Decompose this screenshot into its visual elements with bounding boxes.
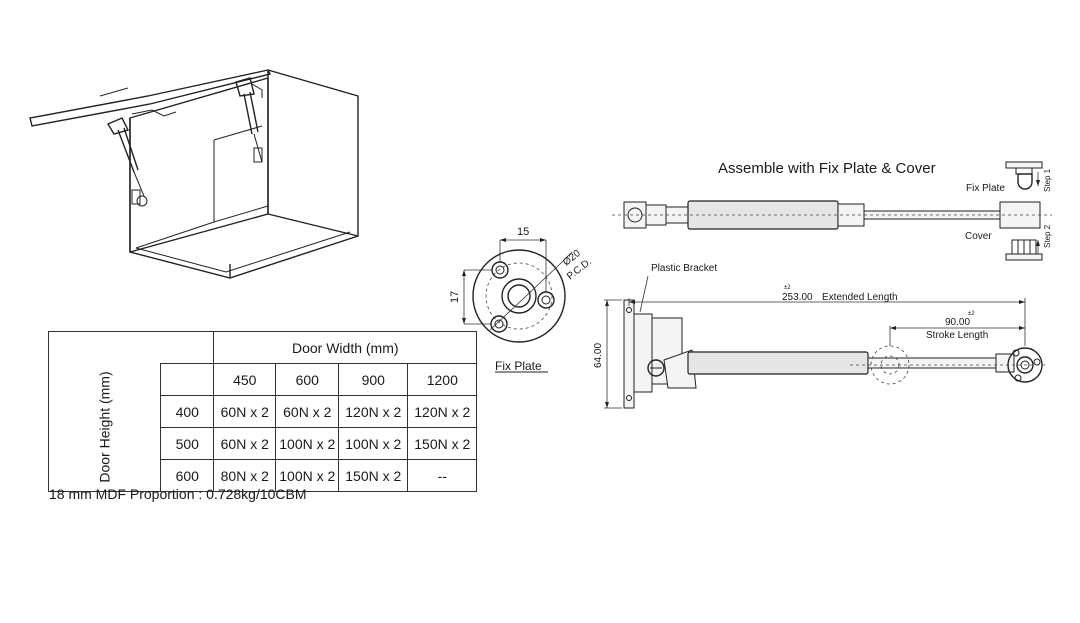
- height-cell: 400: [160, 395, 215, 428]
- extended-value: 253.00: [782, 292, 813, 303]
- force-cell: 150N x 2: [407, 427, 478, 460]
- fix-plate-cover-detail: [1005, 161, 1043, 261]
- extended-label: Extended Length: [822, 292, 898, 303]
- extended-tolerance: ±2: [784, 285, 791, 291]
- table-row: 600 80N x 2 100N x 2 150N x 2 --: [49, 459, 478, 492]
- plate-height-dim: 17: [449, 291, 461, 303]
- fix-plate-caption: Fix Plate: [495, 359, 542, 373]
- force-cell: 120N x 2: [407, 395, 478, 428]
- fix-plate-label: Fix Plate: [966, 183, 1005, 194]
- width-600: 600: [275, 363, 340, 396]
- door-width-header: Door Width (mm): [213, 331, 478, 364]
- height-cell: 500: [160, 427, 215, 460]
- gas-stay-left: [106, 109, 177, 207]
- force-table: Door Width (mm) Door Height (mm) 450 600…: [47, 331, 478, 492]
- step2-label: Step 2: [1043, 224, 1052, 248]
- cabinet-illustration: [29, 69, 359, 279]
- table-blank: [160, 363, 215, 396]
- table-row: 500 60N x 2 100N x 2 100N x 2 150N x 2: [49, 427, 478, 460]
- plastic-bracket-label: Plastic Bracket: [651, 263, 717, 274]
- force-cell: 100N x 2: [338, 427, 409, 460]
- force-cell: 100N x 2: [275, 427, 340, 460]
- plate-width-dim: 15: [517, 226, 529, 238]
- force-cell: 100N x 2: [275, 459, 340, 492]
- force-cell: 60N x 2: [275, 395, 340, 428]
- door-height-header: Door Height (mm): [47, 363, 162, 492]
- width-450: 450: [213, 363, 277, 396]
- fix-plate-drawing: [462, 238, 573, 373]
- door-height-header-text: Door Height (mm): [96, 371, 113, 483]
- force-cell: --: [407, 459, 478, 492]
- table-corner: [47, 331, 215, 364]
- fix-plate-outline: [472, 249, 566, 343]
- assemble-title: Assemble with Fix Plate & Cover: [718, 160, 936, 177]
- force-cell: 60N x 2: [213, 395, 277, 428]
- force-cell: 60N x 2: [213, 427, 277, 460]
- force-cell: 120N x 2: [338, 395, 409, 428]
- stroke-value: 90.00: [945, 317, 970, 328]
- stroke-label: Stroke Length: [926, 330, 988, 341]
- step1-label: Step 1: [1043, 168, 1052, 192]
- stroke-tolerance: ±2: [968, 311, 975, 317]
- cabinet-body: [129, 69, 359, 279]
- table-row: 400 60N x 2 60N x 2 120N x 2 120N x 2: [49, 395, 478, 428]
- cabinet-door-open: [29, 69, 272, 127]
- height-cell: 600: [160, 459, 215, 492]
- mdf-proportion-note: 18 mm MDF Proportion : 0.728kg/10CBM: [49, 486, 307, 502]
- width-900: 900: [338, 363, 409, 396]
- force-cell: 80N x 2: [213, 459, 277, 492]
- force-cell: 150N x 2: [338, 459, 409, 492]
- gas-stay-right: [235, 77, 263, 163]
- pcd-circle: [485, 262, 553, 330]
- width-1200: 1200: [407, 363, 478, 396]
- gas-spring-side-view: [604, 275, 1046, 409]
- bracket-height-dim: 64.00: [593, 343, 604, 368]
- gas-spring-assembled: [612, 200, 1052, 230]
- cover-label: Cover: [965, 231, 992, 242]
